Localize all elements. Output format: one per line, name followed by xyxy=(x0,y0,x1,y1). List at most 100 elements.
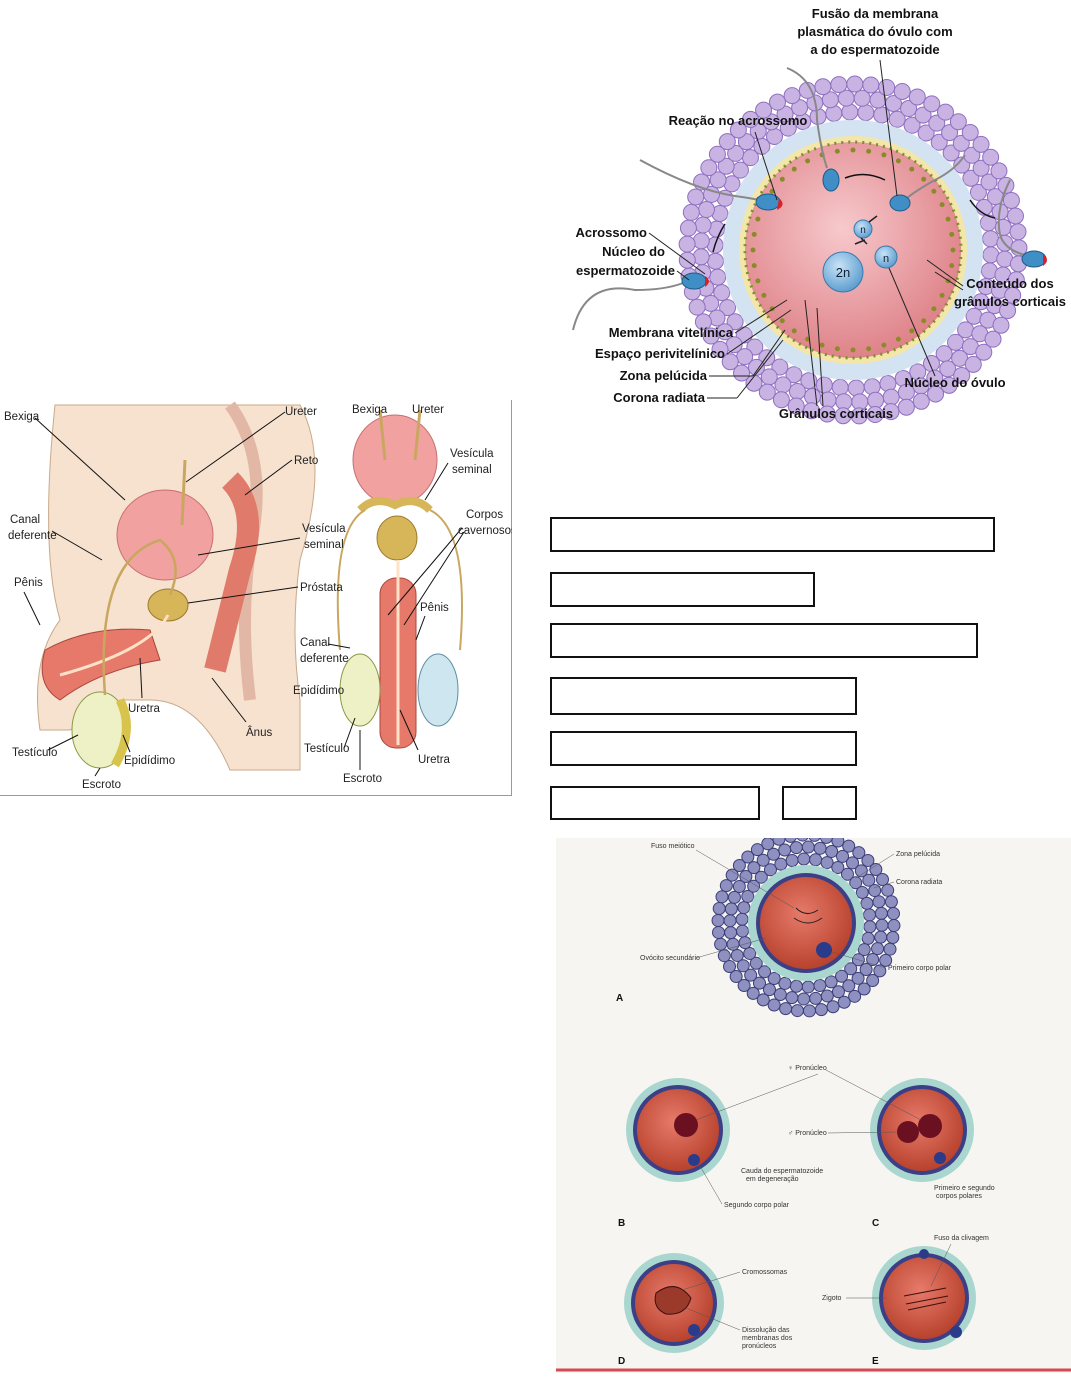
corona-cell xyxy=(766,127,784,145)
corona-cell xyxy=(737,133,755,151)
corona-cell xyxy=(762,113,780,131)
corona-cell xyxy=(729,121,747,139)
zygote-stages-svg: Fuso meiótico Zona pelúcida Corona radia… xyxy=(556,828,1071,1372)
corona-cell xyxy=(831,378,849,396)
stage-a-corona-cell xyxy=(723,960,737,974)
label-sperm-nucleus-2: espermatozoide xyxy=(576,263,675,278)
corona-cell xyxy=(953,366,971,384)
stage-a-corona-cell xyxy=(866,953,880,967)
stage-a-corona-cell xyxy=(797,992,811,1006)
corona-cell xyxy=(903,116,921,134)
stage-a xyxy=(711,828,901,1018)
corona-cell xyxy=(687,188,705,206)
a-corona: Corona radiata xyxy=(896,879,942,886)
corona-cell xyxy=(914,106,932,124)
stage-a-corona-cell xyxy=(714,937,728,951)
cortical-granule xyxy=(950,247,956,253)
cortical-granule xyxy=(881,342,887,348)
stage-a-corona-cell xyxy=(778,843,792,857)
a-fuso: Fuso meiótico xyxy=(651,843,695,850)
stage-a-corona-cell xyxy=(801,840,815,854)
sperm-right xyxy=(997,179,1047,268)
corona-cell xyxy=(862,76,880,94)
label-cortical-content-2: grânulos corticais xyxy=(954,294,1066,309)
corona-cell xyxy=(694,216,712,234)
answer-box-3[interactable] xyxy=(550,623,978,658)
cortical-granule xyxy=(921,176,927,182)
a-zona: Zona pelúcida xyxy=(896,851,940,858)
stage-a-corona-cell xyxy=(737,979,751,993)
d-dissol-3: pronúcleos xyxy=(742,1343,777,1350)
corona-cell xyxy=(936,103,954,121)
corona-cell xyxy=(694,313,712,331)
corona-cell xyxy=(972,159,990,177)
answer-box-6[interactable] xyxy=(550,786,760,820)
lat-escroto: Escroto xyxy=(82,779,121,791)
corona-cell xyxy=(923,95,941,113)
answer-box-4[interactable] xyxy=(550,677,857,715)
answer-box-7[interactable] xyxy=(782,786,857,820)
lat-ureter: Ureter xyxy=(285,406,317,418)
c-corpos-2: corpos polares xyxy=(936,1193,982,1200)
stage-a-corona-cell xyxy=(849,876,863,890)
lat-bexiga: Bexiga xyxy=(4,411,40,423)
stage-a-corona-cell xyxy=(884,895,898,909)
stage-a-corona-cell xyxy=(879,953,893,967)
cortical-granule xyxy=(945,216,951,222)
sperm-top-left xyxy=(639,159,783,211)
stage-a-corona-cell xyxy=(801,980,815,994)
label-membrane-fusion-3: a do espermatozoide xyxy=(810,42,939,57)
stage-a-corona-cell xyxy=(848,989,862,1003)
ovum xyxy=(743,140,963,360)
a-ovocito: Ovócito secundário xyxy=(640,955,700,962)
fertilization-svg: 2n n n Fusão da membrana plasmática do ó… xyxy=(572,6,1066,425)
d-dissol-1: Dissolução das xyxy=(742,1327,790,1334)
stage-a-corona-cell xyxy=(744,968,758,982)
label-membrane-fusion-1: Fusão da membrana xyxy=(812,6,939,21)
corona-cell xyxy=(679,219,697,237)
corona-cell xyxy=(830,76,848,94)
stage-a-corona-cell xyxy=(813,978,827,992)
label-acrosome: Acrossomo xyxy=(575,225,647,240)
corona-cell xyxy=(692,248,710,266)
fertilization-diagram: 2n n n Fusão da membrana plasmática do ó… xyxy=(555,0,1071,430)
stage-a-corona-cell xyxy=(767,998,781,1012)
fr-ureter: Ureter xyxy=(412,404,444,416)
cortical-granule xyxy=(949,231,955,237)
answer-box-5[interactable] xyxy=(550,731,857,766)
cortical-granule xyxy=(850,147,856,153)
corona-cell xyxy=(994,218,1012,236)
stage-a-corona-cell xyxy=(852,846,866,860)
label-sperm-nucleus-1: Núcleo do xyxy=(602,244,665,259)
corona-cell xyxy=(768,93,786,111)
corona-cell xyxy=(990,162,1008,180)
b-cauda-1: Cauda do espermatozoide xyxy=(741,1168,823,1175)
e-zigoto: Zigoto xyxy=(822,1295,842,1302)
stage-a-corona-cell xyxy=(846,856,860,870)
corona-cell xyxy=(733,364,751,382)
stage-a-corona-cell xyxy=(724,902,738,916)
cortical-granule xyxy=(939,202,945,208)
stage-a-corona-cell xyxy=(789,841,803,855)
answer-box-1[interactable] xyxy=(550,517,995,552)
stage-e xyxy=(872,1246,976,1350)
stage-a-corona-cell xyxy=(809,853,823,867)
stage-a-corona-cell xyxy=(881,883,895,897)
c-corpos-1: Primeiro e segundo xyxy=(934,1185,995,1192)
corona-cell xyxy=(815,376,833,394)
nucleus-n-sperm xyxy=(853,219,873,239)
corona-cell xyxy=(964,355,982,373)
stage-a-corona-cell xyxy=(820,856,834,870)
cortical-granule xyxy=(751,263,757,269)
stage-a-corona-cell xyxy=(762,983,776,997)
nucleus-n-sperm-label: n xyxy=(860,225,866,236)
label-corona-radiata: Corona radiata xyxy=(613,390,706,405)
cortical-granule xyxy=(921,318,927,324)
label-acrosome-reaction: Reação no acrossomo xyxy=(669,113,808,128)
answer-box-2[interactable] xyxy=(550,572,815,607)
stage-a-corona-cell xyxy=(723,914,737,928)
b-segundo: Segundo corpo polar xyxy=(724,1202,790,1209)
corona-cell xyxy=(888,110,906,128)
stage-a-corona-cell xyxy=(831,860,845,874)
stage-a-corona-cell xyxy=(809,991,823,1005)
